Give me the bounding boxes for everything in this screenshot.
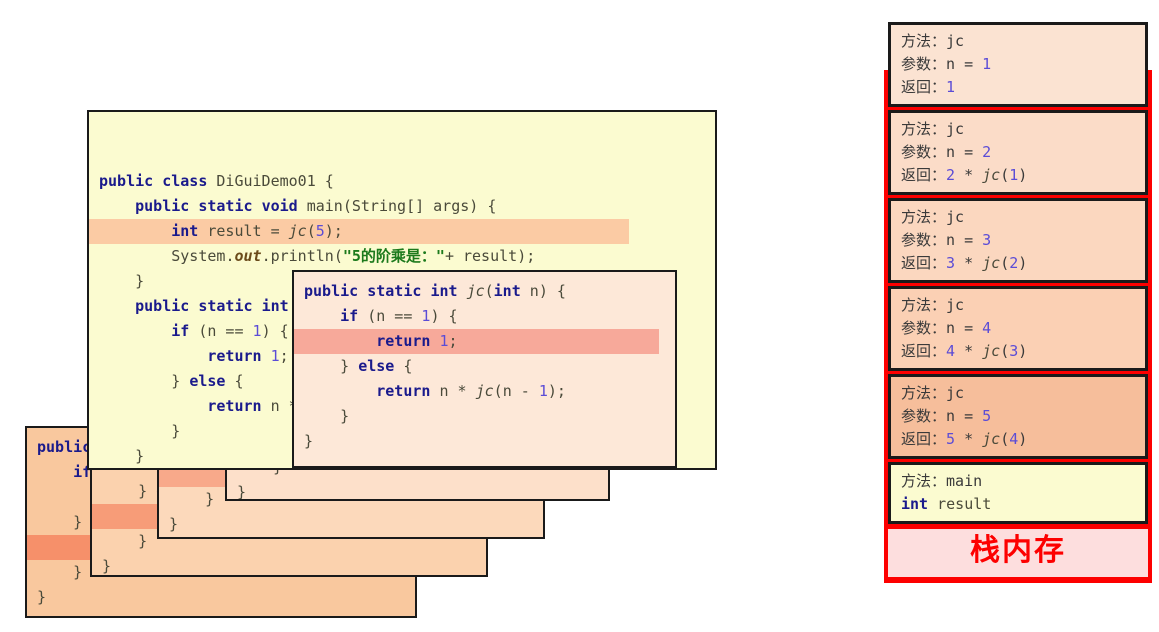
stack-row-label: 方法：	[901, 208, 947, 226]
code-line: if (n == 1) {	[171, 322, 289, 340]
stack-row-value: int result	[901, 495, 992, 513]
stack-frame-row: 返回：5 * jc(4)	[901, 428, 1145, 451]
stack-row-value: 1	[946, 78, 956, 96]
recursion-card-depth-5-top[interactable]: public static int jc(int n) { if (n == 1…	[292, 270, 677, 468]
stack-row-label: 方法：	[901, 472, 947, 490]
code-line: }	[99, 422, 181, 440]
code-line: if (n == 1) {	[340, 307, 458, 325]
stack-row-label: 返回：	[901, 78, 947, 96]
code-line: return 1;	[207, 347, 289, 365]
code-line: }	[102, 557, 112, 575]
stack-frame-row: 方法：jc	[901, 294, 1145, 317]
code-line: }	[102, 532, 148, 550]
stack-row-label: 方法：	[901, 296, 947, 314]
stack-row-label: 参数：	[901, 319, 947, 337]
code-line: }	[99, 272, 145, 290]
stack-row-value: n = 3	[946, 231, 992, 249]
stack-frame-row: 方法：main	[901, 470, 1145, 493]
stack-row-value: 4 * jc(3)	[946, 342, 1028, 360]
stack-row-label: 参数：	[901, 143, 947, 161]
code-line: }	[89, 469, 715, 470]
stack-frame-row: 方法：jc	[901, 382, 1145, 405]
code-line: }	[169, 515, 179, 533]
stack-row-label: 方法：	[901, 384, 947, 402]
code-line: }	[37, 563, 83, 581]
stack-row-value: 2 * jc(1)	[946, 166, 1028, 184]
stack-frame-row: 返回：4 * jc(3)	[901, 340, 1145, 363]
stack-row-value: jc	[946, 32, 965, 50]
stack-frame-row: 参数：n = 5	[901, 405, 1145, 428]
stack-row-value: n = 2	[946, 143, 992, 161]
code-line: return 1;	[294, 329, 659, 354]
code-line: }	[304, 432, 314, 450]
stack-frame-row: 参数：n = 1	[901, 53, 1145, 76]
code-line: }	[237, 483, 247, 501]
stack-row-value: jc	[946, 208, 965, 226]
code-line: int result = jc(5);	[89, 219, 629, 244]
stack-frame-row: 返回：3 * jc(2)	[901, 252, 1145, 275]
stack-row-value: jc	[946, 384, 965, 402]
stack-row-label: 参数：	[901, 407, 947, 425]
stack-row-label: 返回：	[901, 166, 947, 184]
stack-frame-row: 参数：n = 4	[901, 317, 1145, 340]
code-line: public class DiGuiDemo01 {	[99, 172, 334, 190]
stack-frame-row: 方法：jc	[901, 118, 1145, 141]
stack-row-value: main	[946, 472, 983, 490]
stack-row-label: 参数：	[901, 55, 947, 73]
code-line: }	[169, 490, 215, 508]
stack-row-value: n = 5	[946, 407, 992, 425]
stack-row-value: 3 * jc(2)	[946, 254, 1028, 272]
stack-frame-row: 返回：1	[901, 76, 1145, 99]
stack-row-value: n = 4	[946, 319, 992, 337]
stack-frame[interactable]: 方法：main int result	[888, 462, 1148, 524]
stack-row-label: 返回：	[901, 430, 947, 448]
stack-memory-title: 栈内存	[970, 533, 1066, 568]
stack-row-value: n = 1	[946, 55, 992, 73]
code-line: return n * jc(n - 1);	[376, 382, 566, 400]
stack-frame-row: 参数：n = 3	[901, 229, 1145, 252]
stack-row-value: jc	[946, 120, 965, 138]
stack-frame-row: int result	[901, 493, 1145, 516]
stack-frame-row: 方法：jc	[901, 30, 1145, 53]
code-line: public static int jc(int n) {	[304, 282, 566, 300]
stack-frame-row: 方法：jc	[901, 206, 1145, 229]
stack-row-value: 5 * jc(4)	[946, 430, 1028, 448]
code-line: } else {	[304, 357, 413, 375]
stack-frame-row: 返回：2 * jc(1)	[901, 164, 1145, 187]
stack-row-label: 返回：	[901, 254, 947, 272]
stack-row-label: 方法：	[901, 32, 947, 50]
stack-memory-title-box: 栈内存	[888, 529, 1148, 577]
code-line: } else {	[99, 372, 244, 390]
code-line: }	[37, 588, 47, 606]
code-line: }	[99, 447, 145, 465]
stack-row-label: 返回：	[901, 342, 947, 360]
code-line: System.out.println("5的阶乘是："+ result);	[171, 247, 536, 265]
stack-row-label: 参数：	[901, 231, 947, 249]
code-line: }	[304, 407, 350, 425]
stack-row-label: 方法：	[901, 120, 947, 138]
code-line: public static void main(String[] args) {	[135, 197, 497, 215]
stack-frame-row: 参数：n = 2	[901, 141, 1145, 164]
stack-row-value: jc	[946, 296, 965, 314]
